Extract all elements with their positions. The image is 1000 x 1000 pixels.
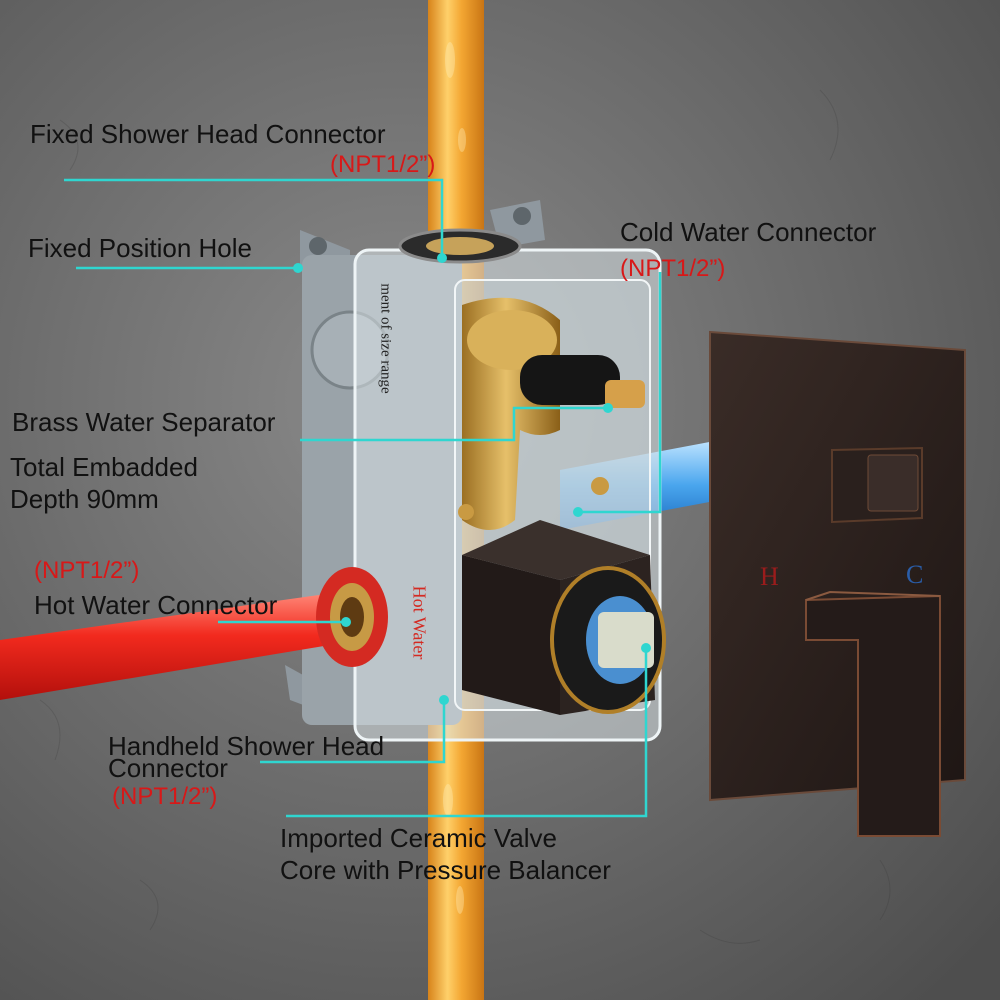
- size-range-text: ment of size range: [377, 283, 394, 394]
- cartridge-housing: [462, 520, 666, 715]
- brass-water-separator-body: [458, 297, 645, 530]
- trim-hot-mark: H: [760, 562, 779, 591]
- label-depth-line2: Depth 90mm: [10, 484, 159, 514]
- leader-fixed-shower-head: [64, 178, 444, 258]
- label-hot-water-spec: (NPT1/2”): [34, 557, 140, 584]
- label-cold-water-spec: (NPT1/2”): [620, 255, 726, 282]
- label-fixed-shower-head-spec: (NPT1/2”): [330, 151, 436, 178]
- label-handheld-line2: Connector: [108, 753, 228, 783]
- label-depth-line1: Total Embadded: [10, 452, 198, 482]
- label-hot-water: Hot Water Connector: [34, 590, 278, 620]
- label-fixed-shower-head: Fixed Shower Head Connector: [30, 119, 386, 149]
- wall-texture: [39, 89, 891, 944]
- callout-lines: [64, 178, 662, 818]
- hot-water-pipe: [0, 592, 360, 700]
- trim-cold-mark: C: [906, 560, 924, 589]
- leader-handheld: [260, 700, 446, 764]
- leader-cold-water: [578, 272, 662, 514]
- label-handheld-spec: (NPT1/2”): [112, 783, 218, 810]
- leader-brass-separator: [300, 406, 608, 442]
- label-brass-separator: Brass Water Separator: [12, 407, 276, 437]
- hot-water-box-text: Hot Water: [409, 585, 430, 660]
- pipe-highlights: [443, 42, 466, 914]
- label-handheld-line1: Handheld Shower Head: [108, 731, 385, 761]
- trim-plate: [709, 330, 966, 837]
- label-fixed-position-hole: Fixed Position Hole: [28, 233, 252, 263]
- label-ceramic-line2: Core with Pressure Balancer: [280, 855, 611, 885]
- hot-connector-flange: [316, 567, 388, 667]
- label-cold-water: Cold Water Connector: [620, 217, 877, 247]
- leader-ceramic: [286, 648, 648, 818]
- label-ceramic-line1: Imported Ceramic Valve: [280, 823, 557, 853]
